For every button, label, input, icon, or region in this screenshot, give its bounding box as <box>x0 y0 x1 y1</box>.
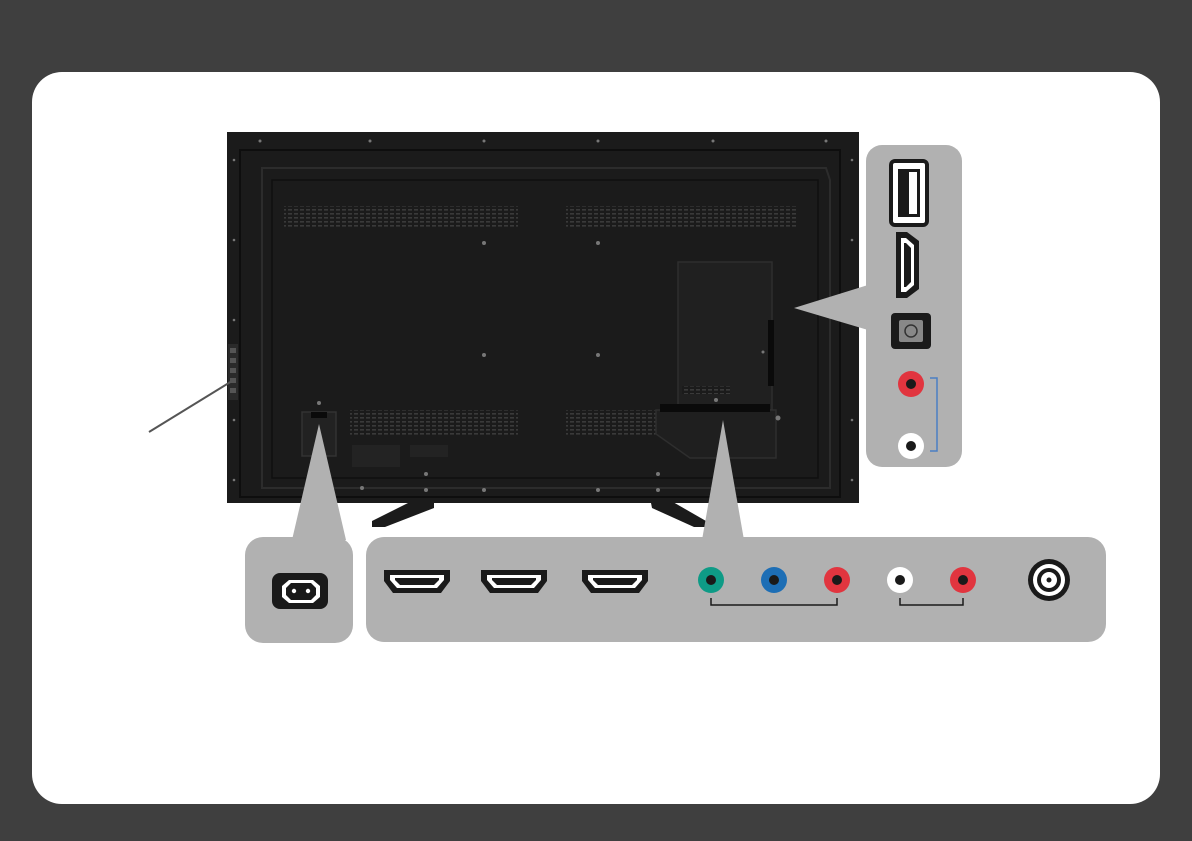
vent-bottom-left <box>350 410 518 436</box>
component-pr-jack <box>824 567 850 593</box>
hdmi-port-3 <box>582 570 648 593</box>
audio-l-jack <box>887 567 913 593</box>
hdmi-port-2 <box>481 570 547 593</box>
vent-top-left <box>284 206 518 229</box>
coax-port-icon <box>1028 559 1070 601</box>
audio-in-white-jack <box>898 433 924 459</box>
vent-bottom-right <box>566 410 658 436</box>
audio-r-jack <box>950 567 976 593</box>
tv-side-buttons <box>228 344 238 400</box>
component-y-jack <box>698 567 724 593</box>
optical-port-icon <box>891 313 931 349</box>
side-buttons-pointer-line <box>149 381 232 432</box>
usb-port-icon <box>891 161 927 225</box>
component-pb-jack <box>761 567 787 593</box>
hdmi-port-1 <box>384 570 450 593</box>
vent-top-right <box>566 206 798 229</box>
power-inlet-icon <box>272 573 328 609</box>
hdmi-port-icon <box>896 232 919 298</box>
audio-in-red-jack <box>898 371 924 397</box>
